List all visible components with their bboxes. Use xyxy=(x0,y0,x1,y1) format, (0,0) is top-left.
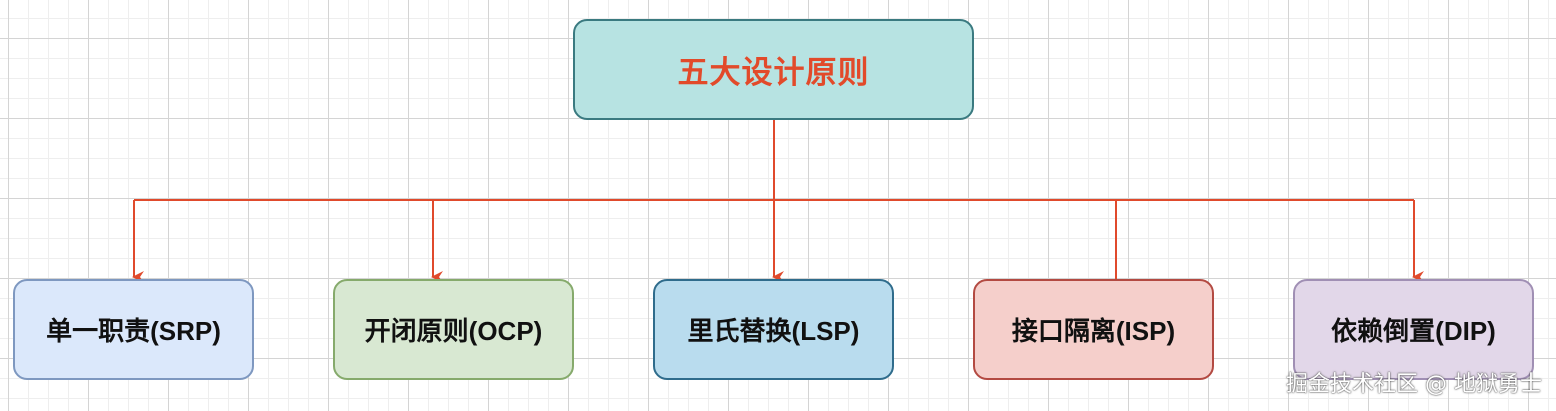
node-ocp[interactable]: 开闭原则(OCP) xyxy=(333,279,574,380)
node-lsp[interactable]: 里氏替换(LSP) xyxy=(653,279,894,380)
node-isp-label: 接口隔离(ISP) xyxy=(1011,316,1176,346)
node-srp-label: 单一职责(SRP) xyxy=(46,316,221,346)
node-ocp-label: 开闭原则(OCP) xyxy=(364,316,543,346)
watermark-text: 掘金技术社区 @ 地狱勇士 xyxy=(1286,372,1542,397)
node-dip[interactable]: 依赖倒置(DIP) xyxy=(1293,279,1534,380)
node-dip-label: 依赖倒置(DIP) xyxy=(1331,316,1496,346)
node-srp[interactable]: 单一职责(SRP) xyxy=(13,279,254,380)
node-isp[interactable]: 接口隔离(ISP) xyxy=(973,279,1214,380)
root-node-five-principles[interactable]: 五大设计原则 xyxy=(573,19,974,120)
node-lsp-label: 里氏替换(LSP) xyxy=(687,316,860,346)
root-node-label: 五大设计原则 xyxy=(677,55,870,90)
